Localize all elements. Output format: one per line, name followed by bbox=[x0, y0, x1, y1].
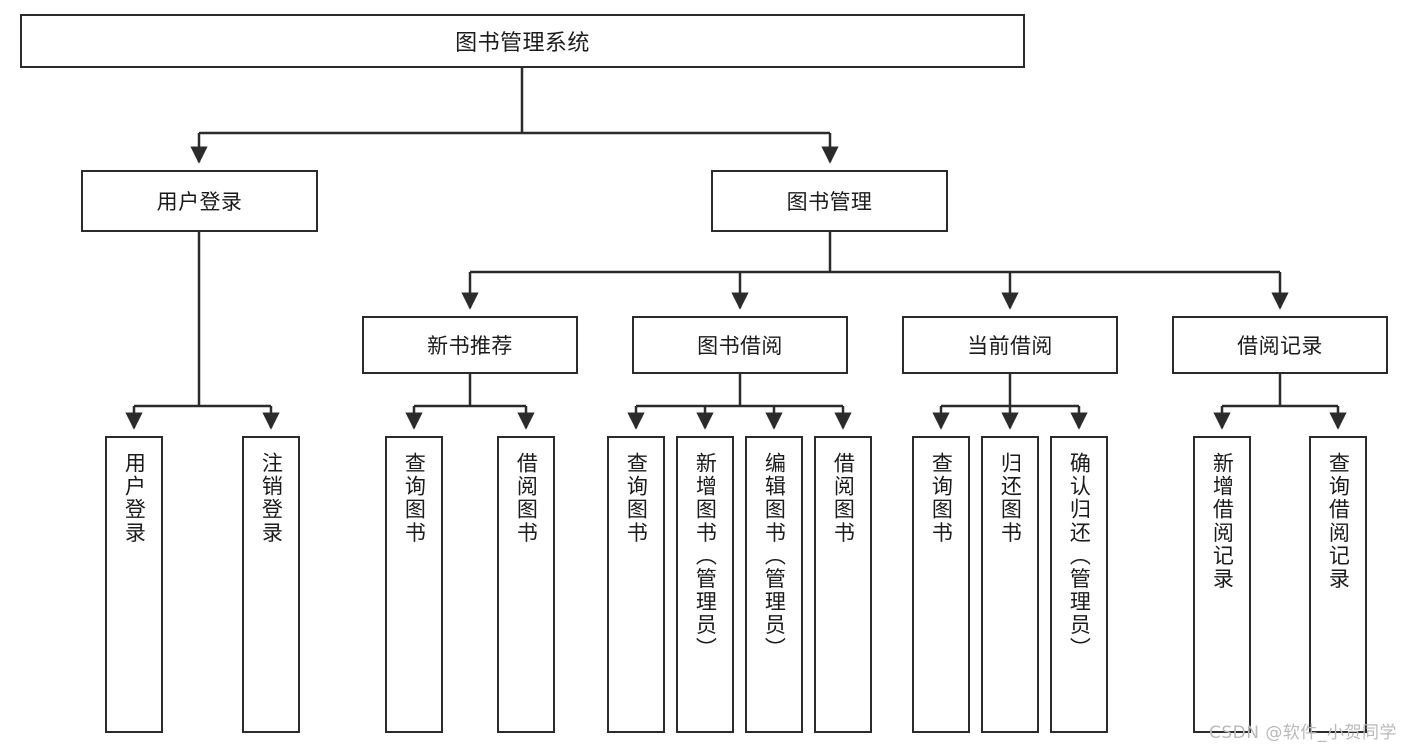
leaf-book-borrow-add-book-admin[interactable]: 新增图书（管理员） bbox=[676, 436, 734, 733]
node-book-management[interactable]: 图书管理 bbox=[711, 170, 948, 232]
leaf-book-borrow-borrow-book[interactable]: 借阅图书 bbox=[814, 436, 872, 733]
node-label: 图书管理 bbox=[786, 190, 873, 214]
node-label: 查询图书 bbox=[624, 452, 649, 545]
node-label: 查询图书 bbox=[402, 452, 427, 545]
leaf-user-login-login[interactable]: 用户登录 bbox=[105, 436, 163, 733]
node-label: 用户登录 bbox=[122, 452, 147, 545]
leaf-borrow-record-query-record[interactable]: 查询借阅记录 bbox=[1309, 436, 1367, 733]
node-label: 图书管理系统 bbox=[455, 31, 590, 56]
node-user-login[interactable]: 用户登录 bbox=[81, 170, 318, 232]
node-label: 新增借阅记录 bbox=[1210, 452, 1235, 591]
leaf-book-borrow-edit-book-admin[interactable]: 编辑图书（管理员） bbox=[745, 436, 803, 733]
node-borrow-record[interactable]: 借阅记录 bbox=[1172, 316, 1388, 374]
node-book-borrow[interactable]: 图书借阅 bbox=[632, 316, 848, 374]
csdn-watermark: CSDN @软件_小贺同学 bbox=[1208, 723, 1397, 743]
node-label: 新增图书（管理员） bbox=[693, 452, 718, 660]
leaf-current-borrow-query-book[interactable]: 查询图书 bbox=[912, 436, 970, 733]
leaf-book-borrow-query-book[interactable]: 查询图书 bbox=[607, 436, 665, 733]
leaf-new-book-borrow-book[interactable]: 借阅图书 bbox=[497, 436, 555, 733]
node-current-borrow[interactable]: 当前借阅 bbox=[902, 316, 1118, 374]
node-label: 查询借阅记录 bbox=[1326, 452, 1351, 591]
node-label: 当前借阅 bbox=[967, 334, 1053, 358]
node-label: 图书借阅 bbox=[697, 334, 783, 358]
leaf-borrow-record-add-record[interactable]: 新增借阅记录 bbox=[1193, 436, 1251, 733]
leaf-user-login-logout[interactable]: 注销登录 bbox=[242, 436, 300, 733]
node-label: 确认归还（管理员） bbox=[1067, 452, 1092, 660]
leaf-current-borrow-confirm-return-admin[interactable]: 确认归还（管理员） bbox=[1050, 436, 1108, 733]
node-label: 注销登录 bbox=[259, 452, 284, 545]
leaf-current-borrow-return-book[interactable]: 归还图书 bbox=[981, 436, 1039, 733]
node-label: 新书推荐 bbox=[427, 334, 513, 358]
node-label: 用户登录 bbox=[156, 190, 243, 214]
node-root-book-management-system[interactable]: 图书管理系统 bbox=[20, 14, 1025, 68]
node-label: 借阅记录 bbox=[1237, 334, 1323, 358]
node-label: 借阅图书 bbox=[831, 452, 856, 545]
node-label: 借阅图书 bbox=[514, 452, 539, 545]
node-label: 查询图书 bbox=[929, 452, 954, 545]
node-new-book-recommend[interactable]: 新书推荐 bbox=[362, 316, 578, 374]
node-label: 归还图书 bbox=[998, 452, 1023, 545]
leaf-new-book-query-book[interactable]: 查询图书 bbox=[385, 436, 443, 733]
node-label: 编辑图书（管理员） bbox=[762, 452, 787, 660]
